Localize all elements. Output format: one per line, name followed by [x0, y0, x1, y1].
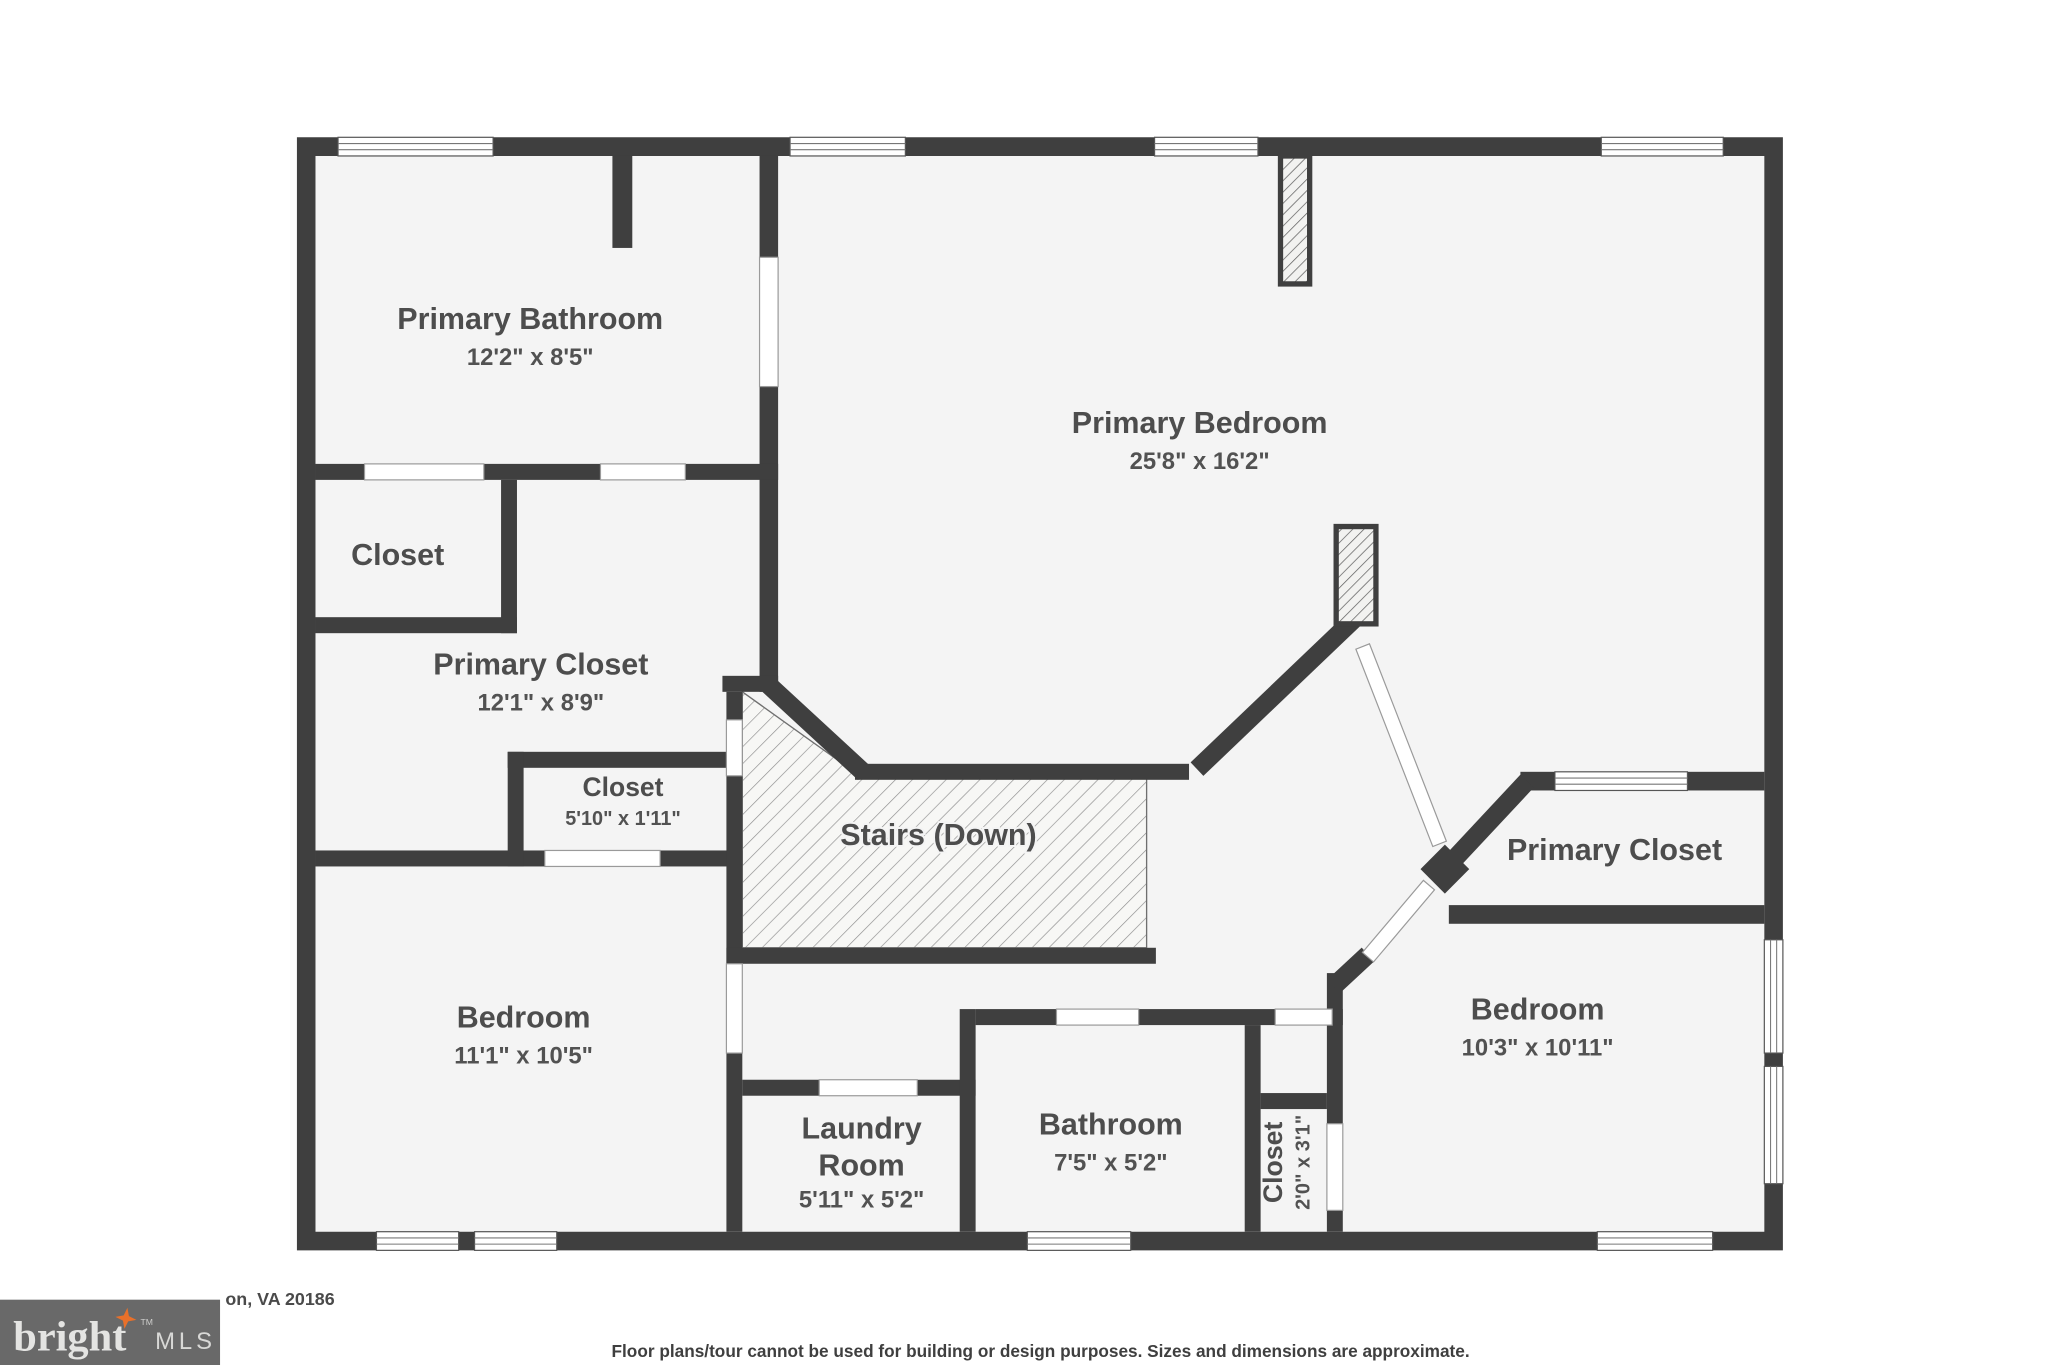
room-dims-bedroom-right: 10'3" x 10'11": [1462, 1035, 1614, 1062]
room-dims-primary-bathroom: 12'2" x 8'5": [467, 344, 594, 371]
wall-stairs-bottom: [726, 947, 1156, 964]
wall-bathroom-bedroom-lower: [759, 386, 779, 692]
wall-closet-small-top: [507, 751, 743, 768]
address-text: on, VA 20186: [225, 1289, 334, 1309]
door-closet-right: [1326, 1123, 1344, 1211]
wall-bathroom-stub: [612, 155, 633, 248]
wall-bedroom-left-right: [726, 1053, 743, 1232]
room-label-bedroom-right: Bedroom: [1471, 993, 1605, 1027]
window-bottom-4: [1596, 1231, 1714, 1251]
window-top-1: [337, 136, 494, 157]
door-primary-closet-hall: [725, 719, 743, 777]
floor-area: [315, 155, 1765, 1232]
wall-bedroom-sw-diagonal: [1190, 610, 1363, 776]
windows: [337, 136, 1784, 1251]
brightmls-logo: bright TM MLS: [0, 1299, 221, 1365]
chimney-interior: [1333, 523, 1379, 627]
sparkle-icon: [115, 1307, 137, 1329]
logo-word: bright: [13, 1313, 126, 1360]
window-top-3: [1153, 136, 1259, 157]
room-dims-bathroom: 7'5" x 5'2": [1054, 1149, 1167, 1176]
wall-laundry-bathroom: [959, 1009, 976, 1232]
room-dims-primary-bedroom: 25'8" x 16'2": [1130, 448, 1270, 475]
wall-bedroom-right-diagonal-stub: [1327, 947, 1375, 994]
wall-corridor-lower: [726, 775, 743, 964]
window-top-2: [789, 136, 906, 157]
room-dims-closet-small: 5'10" x 1'11": [565, 808, 681, 830]
window-right-2: [1763, 1065, 1784, 1185]
logo-background: [0, 1299, 221, 1365]
logo-mls: MLS: [155, 1328, 216, 1355]
room-label-primary-bedroom: Primary Bedroom: [1072, 406, 1328, 440]
wall-closet-tl-bottom: [315, 617, 517, 634]
footer: on, VA 20186 bright TM MLS Floor plans/t…: [0, 1289, 1470, 1365]
window-top-4: [1600, 136, 1724, 157]
door-openings: [363, 256, 1448, 1211]
chimney-top: [1277, 153, 1313, 287]
logo-tm: TM: [141, 1317, 153, 1327]
door-laundry: [818, 1079, 918, 1097]
room-labels: Primary Bathroom 12'2" x 8'5" Closet Pri…: [349, 300, 1724, 1215]
window-right-1: [1763, 939, 1784, 1054]
door-bedroom-left: [725, 963, 743, 1054]
door-closet-tl: [363, 463, 485, 481]
door-bathroom: [1055, 1008, 1140, 1026]
room-label-closet-right: Closet: [1258, 1122, 1288, 1204]
wall-nook-closet-divider: [1260, 1093, 1327, 1110]
wall-stairs-nw-diagonal: [762, 678, 871, 781]
room-label-closet-small: Closet: [583, 772, 664, 802]
wall-primary-closet-bottom: [315, 850, 743, 867]
wall-primary-closet-right-bottom: [1448, 905, 1765, 924]
door-bathroom-primary-closet: [599, 463, 686, 481]
opening-bathroom-bedroom: [758, 256, 779, 388]
wall-closet-small-left: [507, 751, 524, 867]
diagonal-walls: [762, 610, 1534, 994]
room-dims-laundry: 5'11" x 5'2": [799, 1187, 924, 1214]
window-bottom-1: [375, 1231, 460, 1251]
wall-bathroom-bedroom-upper: [759, 155, 779, 258]
room-dims-closet-right: 2'0" x 3'1": [1293, 1115, 1315, 1210]
door-closet-small: [544, 849, 661, 868]
wall-bathroom-right: [1244, 1025, 1261, 1232]
window-bottom-3: [1026, 1231, 1132, 1251]
room-label-laundry-1: Laundry: [801, 1111, 921, 1145]
wall-primary-closet-right-diagonal: [1438, 774, 1534, 876]
room-dims-primary-closet-left: 12'1" x 8'9": [477, 689, 604, 716]
window-bottom-2: [473, 1231, 558, 1251]
wall-bedroom-right-left-upper: [1326, 973, 1343, 1124]
wall-closet-tl-right: [501, 479, 517, 634]
window-primary-closet-right: [1554, 771, 1689, 792]
room-label-primary-closet-right: Primary Closet: [1507, 833, 1722, 867]
door-diagonal-bedroom-right: [1361, 879, 1436, 963]
wall-corridor-upper: [726, 691, 743, 720]
wall-bedroom-right-left-lower: [1326, 1210, 1343, 1232]
room-label-primary-closet-left: Primary Closet: [433, 647, 648, 681]
disclaimer-text: Floor plans/tour cannot be used for buil…: [612, 1341, 1470, 1361]
door-diagonal-bedroom-passage: [1355, 643, 1448, 848]
room-label-laundry-2: Room: [818, 1149, 904, 1183]
room-label-primary-bathroom: Primary Bathroom: [397, 302, 663, 336]
room-label-bathroom: Bathroom: [1039, 1107, 1183, 1141]
room-label-closet-top-left: Closet: [351, 538, 444, 572]
wall-stairs-top: [854, 763, 1190, 780]
room-label-stairs: Stairs (Down): [840, 818, 1036, 852]
room-label-bedroom-left: Bedroom: [457, 1001, 591, 1035]
door-nook: [1274, 1008, 1333, 1026]
wall-junction-diamond: [1420, 844, 1470, 894]
room-dims-bedroom-left: 11'1" x 10'5": [454, 1043, 593, 1070]
wall-stairs-nw-stub: [722, 675, 779, 692]
